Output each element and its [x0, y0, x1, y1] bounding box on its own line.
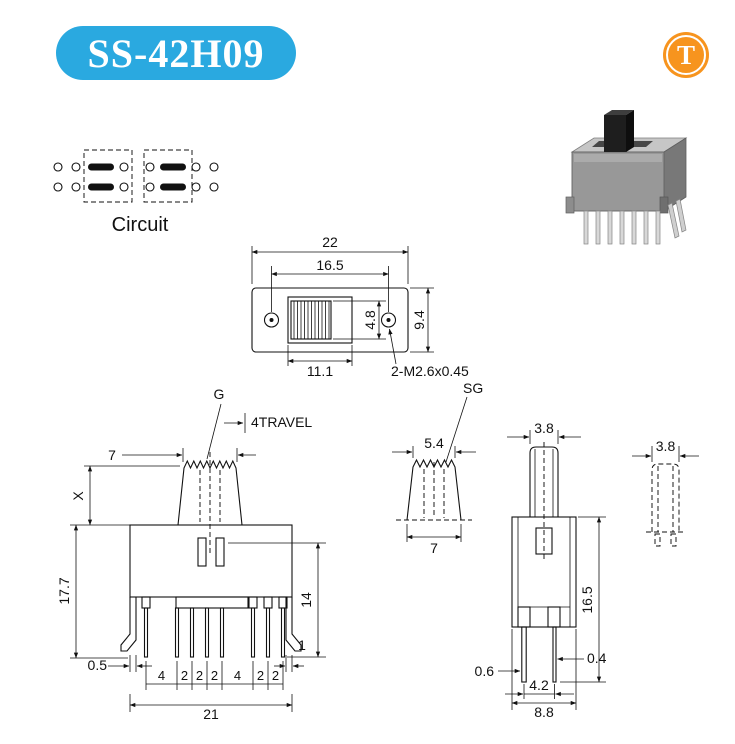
dim-14: 14 [228, 542, 326, 658]
side-view: 3.8 16.5 0.6 0.4 4.2 [475, 420, 607, 720]
dim-text: 4.2 [529, 677, 549, 693]
terminal-tab [517, 606, 531, 628]
screw-hole-right [380, 312, 397, 328]
dim-text: 0.6 [475, 663, 495, 679]
dim-5-4: 5.4 [392, 435, 476, 458]
slider-knob-3d [604, 115, 626, 152]
dim-8-8: 8.8 [511, 629, 577, 720]
slider-knob-top [290, 300, 332, 340]
sg-callout: SG [445, 380, 483, 463]
side-pin-right [552, 626, 557, 683]
dim-3-8-side: 3.8 [507, 420, 581, 444]
ghost-view: 3.8 [632, 438, 699, 547]
side-pin-left [521, 626, 527, 683]
contact-bar [88, 183, 114, 191]
switch-photo [565, 110, 688, 245]
terminal-tab [547, 606, 561, 628]
pins-3d [583, 198, 687, 245]
dim-text: 16.5 [316, 257, 343, 273]
pitch-value: 2 [257, 668, 264, 683]
dim-text: 0.4 [587, 650, 607, 666]
pitch-value: 2 [181, 668, 188, 683]
top-view: 22 16.5 11.1 4.8 9.4 [251, 234, 469, 379]
dim-text: 3.8 [656, 438, 676, 454]
pitch-chain: 4 2 2 2 4 2 2 [145, 661, 284, 690]
slider-opening [287, 296, 353, 344]
body-slot [215, 537, 225, 567]
pitch-value: 2 [272, 668, 279, 683]
thread-callout: 2-M2.6x0.45 [388, 328, 469, 379]
dim-11-1: 11.1 [287, 345, 353, 379]
dim-7-sg: 7 [406, 524, 462, 556]
dim-text: 5.4 [424, 435, 444, 451]
dim-9-4: 9.4 [410, 287, 434, 353]
dim-text: 0.5 [88, 657, 108, 673]
brand-logo-icon: T [663, 32, 709, 78]
dim-text: 21 [203, 706, 219, 722]
dim-text: 11.1 [307, 363, 333, 379]
contact-bar [88, 163, 114, 171]
top-view-body [251, 287, 409, 353]
dim-text: 1 [298, 637, 306, 653]
circuit-diagram: Circuit [53, 149, 219, 236]
dim-21: 21 [129, 694, 293, 722]
travel-callout: 4TRAVEL [224, 413, 312, 433]
dim-text: 16.5 [579, 586, 595, 613]
dim-0-5: 0.5 [88, 655, 152, 673]
screw-hole-left [263, 312, 280, 328]
contact-bar [160, 163, 186, 171]
dim-0-6: 0.6 [475, 663, 521, 679]
dim-text: 9.4 [411, 310, 427, 330]
pitch-value: 4 [234, 668, 241, 683]
dim-text: 7 [108, 447, 116, 463]
dim-22: 22 [251, 234, 409, 284]
dim-0-4: 0.4 [557, 650, 607, 666]
label-travel: 4TRAVEL [251, 414, 312, 430]
circuit-label: Circuit [112, 214, 169, 236]
dim-text: 7 [430, 540, 438, 556]
label-g: G [214, 386, 225, 402]
dim-text: 22 [322, 234, 338, 250]
dim-16-5: 16.5 [271, 257, 389, 312]
contact-bar [160, 183, 186, 191]
center-base-block [175, 596, 249, 609]
dim-7-front: 7 [108, 447, 256, 463]
mount-bracket-left [120, 597, 137, 652]
brand-letter: T [676, 39, 695, 70]
slider-position-box [143, 149, 193, 203]
dim-3-8-ghost: 3.8 [632, 438, 699, 462]
pitch-value: 2 [196, 668, 203, 683]
mount-bracket-right [285, 597, 302, 652]
side-body [511, 516, 577, 628]
slider-position-box [83, 149, 133, 203]
dim-x: X [70, 465, 180, 526]
dim-text: 4.8 [362, 310, 378, 330]
label-x: X [70, 491, 86, 501]
pitch-value: 2 [211, 668, 218, 683]
dim-text: 14 [298, 592, 314, 608]
knob-hatch [293, 301, 330, 339]
thread-note: 2-M2.6x0.45 [391, 363, 469, 379]
dim-17-7: 17.7 [56, 524, 128, 659]
dim-1: 1 [274, 637, 306, 672]
dim-text: 17.7 [56, 577, 72, 604]
inner-slot [535, 527, 553, 555]
dim-4-2: 4.2 [505, 677, 574, 699]
pitch-value: 4 [158, 668, 165, 683]
sg-detail: SG 5.4 7 [392, 380, 483, 556]
dim-text: 8.8 [534, 704, 554, 720]
model-number: SS-42H09 [87, 30, 265, 76]
label-g-callout: G [206, 386, 225, 460]
front-body [129, 524, 293, 598]
terminal-pins [143, 607, 286, 658]
model-badge: SS-42H09 [56, 26, 296, 80]
front-view: G 4TRAVEL 7 X 17.7 [56, 386, 326, 722]
body-slot [197, 537, 207, 567]
sg-label: SG [463, 380, 483, 396]
dim-16-5-side: 16.5 [560, 516, 606, 683]
dim-text: 3.8 [534, 420, 554, 436]
dim-4-8: 4.8 [333, 300, 386, 340]
ghost-knob-outline [651, 463, 680, 532]
